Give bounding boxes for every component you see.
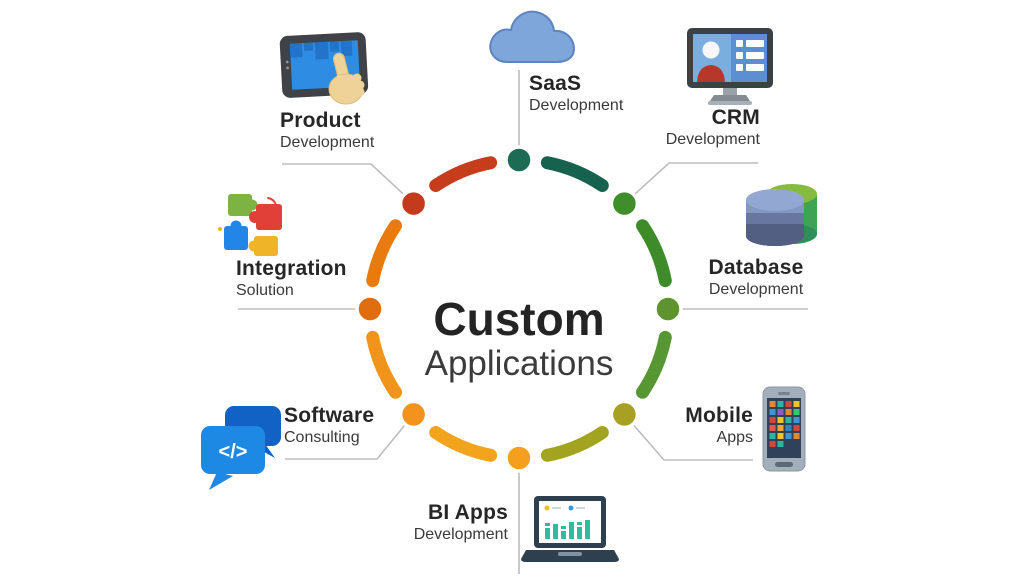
ring-segment-northeast-to-east bbox=[636, 219, 672, 288]
ring-segment-southeast-to-south bbox=[540, 426, 609, 462]
database-cylinder-icon bbox=[746, 184, 817, 246]
software-label: Software bbox=[284, 404, 375, 427]
diagram-title: Custom Applications bbox=[369, 294, 669, 383]
dot-crm bbox=[609, 188, 640, 219]
connector-mobile bbox=[623, 413, 753, 461]
connector-crm bbox=[623, 162, 758, 205]
ring-segment-northwest-to-north bbox=[429, 156, 498, 192]
code-glyph: </> bbox=[219, 441, 248, 463]
dot-saas bbox=[504, 145, 534, 175]
crm-sublabel: Development bbox=[665, 131, 760, 148]
connector-software bbox=[285, 413, 415, 460]
smartphone-icon bbox=[762, 386, 806, 472]
ring-segment-south-to-southwest bbox=[429, 426, 498, 462]
integration-sublabel: Solution bbox=[236, 282, 294, 299]
mobile-sublabel: Apps bbox=[716, 429, 753, 446]
monitor-contact-icon bbox=[687, 28, 773, 105]
bi-apps-label: BI Apps bbox=[428, 501, 508, 524]
dot-bi bbox=[504, 443, 534, 473]
product-sublabel: Development bbox=[280, 134, 375, 151]
dot-mobile bbox=[609, 399, 640, 430]
dot-product bbox=[398, 188, 429, 219]
puzzle-icon bbox=[218, 194, 282, 256]
integration-label: Integration bbox=[236, 257, 347, 280]
tablet-touch-icon bbox=[279, 32, 369, 105]
ring-segments bbox=[366, 156, 672, 462]
title-line-bold: Custom bbox=[433, 293, 605, 345]
title-line-regular: Applications bbox=[424, 344, 614, 383]
dot-database bbox=[653, 294, 683, 324]
ring-segment-west-to-northwest bbox=[366, 219, 402, 288]
software-sublabel: Consulting bbox=[284, 429, 360, 446]
database-label: Database bbox=[708, 256, 804, 279]
pointing-hand bbox=[328, 52, 365, 105]
saas-label: SaaS bbox=[529, 72, 582, 95]
ring-dots bbox=[355, 145, 683, 473]
dot-integration bbox=[355, 294, 385, 324]
cloud-icon bbox=[489, 10, 575, 63]
chat-code-icon: </> bbox=[201, 406, 281, 490]
connector-product bbox=[282, 163, 415, 205]
ring-segment-east-to-southeast bbox=[636, 330, 672, 399]
saas-sublabel: Development bbox=[529, 97, 624, 114]
dot-software bbox=[398, 399, 429, 430]
product-label: Product bbox=[280, 109, 361, 132]
database-sublabel: Development bbox=[708, 281, 804, 298]
ring-segment-north-to-northeast bbox=[540, 156, 609, 192]
mobile-label: Mobile bbox=[685, 404, 753, 427]
connector-lines bbox=[238, 70, 808, 574]
bi-apps-sublabel: Development bbox=[413, 526, 508, 543]
ring-segment-southwest-to-west bbox=[366, 330, 402, 399]
crm-label: CRM bbox=[711, 106, 760, 129]
laptop-chart-icon bbox=[521, 496, 619, 562]
